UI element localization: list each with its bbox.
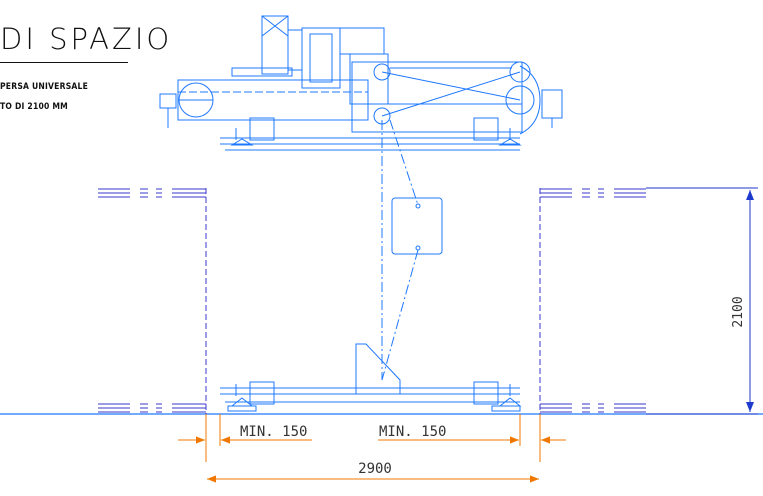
min-right-label: MIN. 150 <box>379 424 446 440</box>
right-wall <box>539 188 646 414</box>
width-dimension-label: 2900 <box>358 461 392 477</box>
pendant-cable <box>381 119 443 381</box>
title-underline <box>0 62 128 63</box>
min-left-label: MIN. 150 <box>240 424 307 440</box>
subtitle-line-1: PERSA UNIVERSALE <box>0 82 89 92</box>
subtitle-line-2: TO DI 2100 MM <box>0 102 68 112</box>
height-dimension-label: 2100 <box>731 296 746 327</box>
machine-raised <box>159 15 563 151</box>
width-dimensions <box>178 414 566 483</box>
height-dimension <box>646 187 758 415</box>
left-wall <box>98 188 207 414</box>
drawing-title: DI SPAZIO <box>0 22 173 56</box>
machine-lowered <box>220 343 522 412</box>
